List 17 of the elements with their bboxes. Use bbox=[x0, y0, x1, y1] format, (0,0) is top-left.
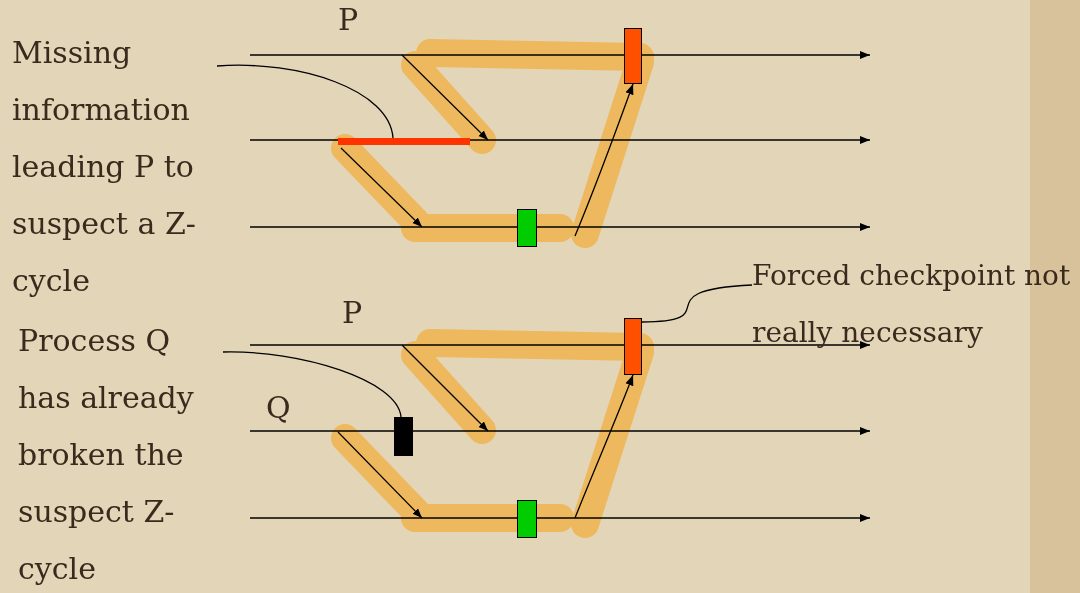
leader-line bbox=[216, 64, 394, 139]
process-label: P bbox=[338, 2, 359, 38]
leader-line bbox=[641, 284, 753, 323]
forced-checkpoint bbox=[624, 28, 642, 84]
annotation-text: Process Q has already broken the suspect Z-cycle bbox=[18, 312, 223, 593]
process-label: P bbox=[342, 295, 363, 331]
message-arrow bbox=[574, 374, 634, 519]
missing-info-bar bbox=[338, 138, 470, 145]
checkpoint bbox=[394, 417, 413, 456]
annotation-text: Forced checkpoint not really necessary bbox=[752, 247, 1077, 361]
forced-checkpoint bbox=[624, 318, 642, 375]
leader-line bbox=[222, 351, 402, 418]
checkpoint bbox=[517, 209, 537, 247]
annotation-text: Missing information leading P to suspect a Z-cycle bbox=[12, 24, 217, 309]
message-arrow bbox=[574, 83, 634, 237]
checkpoint bbox=[517, 500, 537, 538]
process-label: Q bbox=[266, 390, 291, 426]
